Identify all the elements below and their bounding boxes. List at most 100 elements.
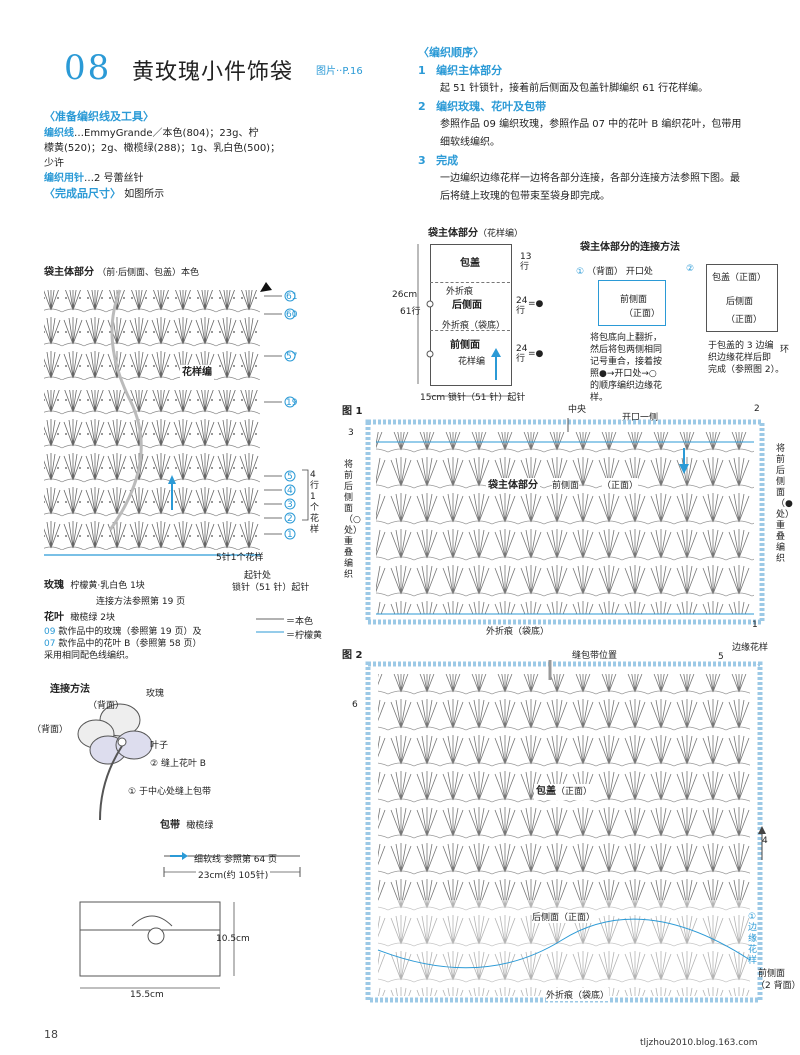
row-4: 4 [287, 486, 293, 496]
note-ref-09: 09 [44, 627, 56, 637]
finished-bag-drawing [79, 901, 235, 989]
joining-front-2: （正面） [726, 315, 763, 325]
step-2-number: 2 [418, 100, 426, 113]
legend-lines [256, 618, 284, 633]
note-line-1: 款作品中的玫瑰（参照第 19 页）及 [55, 627, 202, 637]
chain-label: 锁针（51 针）起针 [232, 583, 310, 593]
strap-color: 橄榄绿 [186, 821, 214, 831]
joining-desc-6: 样。 [590, 393, 609, 403]
fold-line-1 [430, 282, 510, 283]
repeat-sts-label: 5针1个花样 [216, 553, 264, 563]
body-front-side: 前侧面 [450, 340, 480, 351]
body-height-cm: 26cm [392, 290, 418, 300]
fig2-edging-vertical: ①边缘花样 [748, 912, 758, 966]
step-3-line-2: 后将缝上玫瑰的包带束至袋身即完成。 [440, 191, 610, 202]
joining-desc2-2: 织边缘花样后即 [708, 353, 772, 363]
page-number: 18 [44, 1028, 58, 1041]
note-ref-07: 07 [44, 639, 56, 649]
body-diagram-frame [430, 244, 512, 386]
body-dimension-marks: =● =● [417, 244, 544, 397]
joining-desc2-3: 完成（参照图 2）。 [708, 365, 785, 375]
fig2-n6: 6 [352, 700, 358, 710]
watermark: tljzhou2010.blog.163.com [640, 1038, 758, 1048]
note-line-2: 款作品中的花叶 B（参照第 58 页） [55, 639, 202, 649]
fig2-n5: 5 [718, 652, 724, 662]
photo-reference: 图片··P.16 [316, 66, 363, 77]
joining-back: （背面） [586, 267, 623, 277]
step-2-line-2: 细软线编织。 [440, 137, 500, 148]
rose-text: 柠檬黄·乳白色 1块 [70, 581, 145, 591]
legend-natural: ＝本色 [286, 617, 314, 627]
connect-back-2: （背面） [32, 725, 69, 735]
strap-length: 23cm(约 105针) [196, 868, 271, 881]
yarn-text-3: 少许 [44, 158, 64, 169]
body-width-cm: 15cm [420, 393, 446, 403]
yarn-label: 编织线 [44, 128, 74, 139]
leaf-label: 花叶 [44, 612, 64, 623]
joining-desc-2-block: 于包盖的 3 边编 织边缘花样后即 完成（参照图 2）。 [708, 340, 784, 376]
fig1-right-vertical: 将前后侧面（●处）重叠编织 [776, 444, 795, 564]
step-3-line-1: 一边编织边缘花样一边将各部分连接，各部分连接方法参照下图。最 [440, 173, 740, 184]
left-chart-title-main: 袋主体部分 [44, 267, 94, 278]
body-rows-24b: 24行 [516, 344, 528, 364]
fig2-flap-text: 包盖 [536, 786, 556, 797]
size-heading: 〈完成品尺寸〉 [44, 187, 121, 200]
fig1-left-vertical: 将前后侧面（○处）重叠编织 [344, 460, 363, 580]
body-flap: 包盖 [460, 258, 480, 269]
body-rows-24a: 24行 [516, 296, 528, 316]
fig1-front-side: 前侧面 [552, 478, 580, 491]
start-label: 起针处 [244, 571, 272, 581]
fig2-front: （正面） [556, 787, 593, 797]
fig1-label: 图 1 [342, 406, 363, 417]
joining-c1-num: ① [576, 267, 585, 277]
yarn-text-1: …EmmyGrande／本色(804)；23g、柠 [74, 128, 259, 139]
fig2-label: 图 2 [342, 650, 363, 661]
fig1-edging: 边缘花样 [732, 643, 769, 653]
joining-c2-box [706, 264, 778, 332]
strap-info: 包带 橄榄绿 [160, 818, 213, 834]
joining-c1: ① （背面） 开口处 [576, 264, 653, 277]
prep-heading: 〈准备编织线及工具〉 [44, 110, 154, 123]
connect-leaf: 叶子 [150, 741, 169, 751]
row-3: 3 [287, 500, 293, 510]
size-text: 如图所示 [124, 189, 165, 200]
fig2-back-side: 后侧面（正面） [532, 910, 596, 923]
strap-label: 包带 [160, 820, 180, 831]
needle-label: 编织用针 [44, 173, 84, 184]
order-heading: 〈编织顺序〉 [418, 46, 484, 59]
joining-desc-3: 记号重合，接着按 [590, 357, 663, 367]
fig1-front: （正面） [602, 478, 639, 491]
body-height-rows: 61行 [400, 307, 421, 317]
body-title: 袋主体部分 [428, 228, 478, 239]
yarn-text-2: 檬黄(520)；2g、橄榄绿(288)；1g、乳白色(500)； [44, 143, 281, 154]
rose-method: 连接方法参照第 19 页 [96, 597, 186, 607]
step-2-title: 编织玫瑰、花叶及包带 [436, 100, 547, 113]
step-1-line-1: 起 51 针锁针，接着前后侧面及包盖针脚编织 61 行花样编。 [440, 83, 709, 94]
finished-width: 15.5cm [128, 990, 166, 1000]
fig2-back2: （2 背面） [756, 981, 800, 991]
strap-yarn: 细软线 参照第 64 页 [194, 855, 278, 865]
svg-text:=●: =● [528, 299, 544, 309]
joining-desc2-1: 于包盖的 3 边编 [708, 341, 774, 351]
leaf-text: 橄榄绿 2块 [70, 613, 115, 623]
rose-info: 玫瑰 柠檬黄·乳白色 1块 [44, 578, 145, 594]
connect-back-1: （背面） [88, 701, 125, 711]
pattern-label: 花样编 [180, 365, 214, 380]
body-chain: 锁针（51 针）起针 [448, 393, 526, 403]
finished-height: 10.5cm [216, 934, 250, 944]
svg-text:=●: =● [528, 349, 544, 359]
row-57: 57 [286, 352, 298, 362]
body-rows-13: 13行 [520, 252, 532, 272]
body-pattern: 花样编 [458, 357, 486, 367]
legend-lemon: ＝柠檬黄 [286, 631, 323, 641]
fig2-flap: 包盖（正面） [534, 784, 595, 800]
body-outer-fold-bottom: 外折痕（袋底） [442, 321, 506, 331]
connect-step-2: ② 缝上花叶 B [150, 759, 206, 769]
joining-desc: 将包底向上翻折， 然后将包两侧相同 记号重合，接着按 照●→开口处→○ 的顺序编… [590, 332, 662, 404]
fig1-n2: 2 [754, 404, 760, 414]
body-outer-fold: 外折痕 [446, 287, 474, 297]
step-1-number: 1 [418, 64, 426, 77]
body-title-note: （花样编） [478, 229, 524, 239]
row-5: 5 [287, 472, 293, 482]
page-title: 黄玫瑰小件饰袋 [132, 60, 294, 85]
